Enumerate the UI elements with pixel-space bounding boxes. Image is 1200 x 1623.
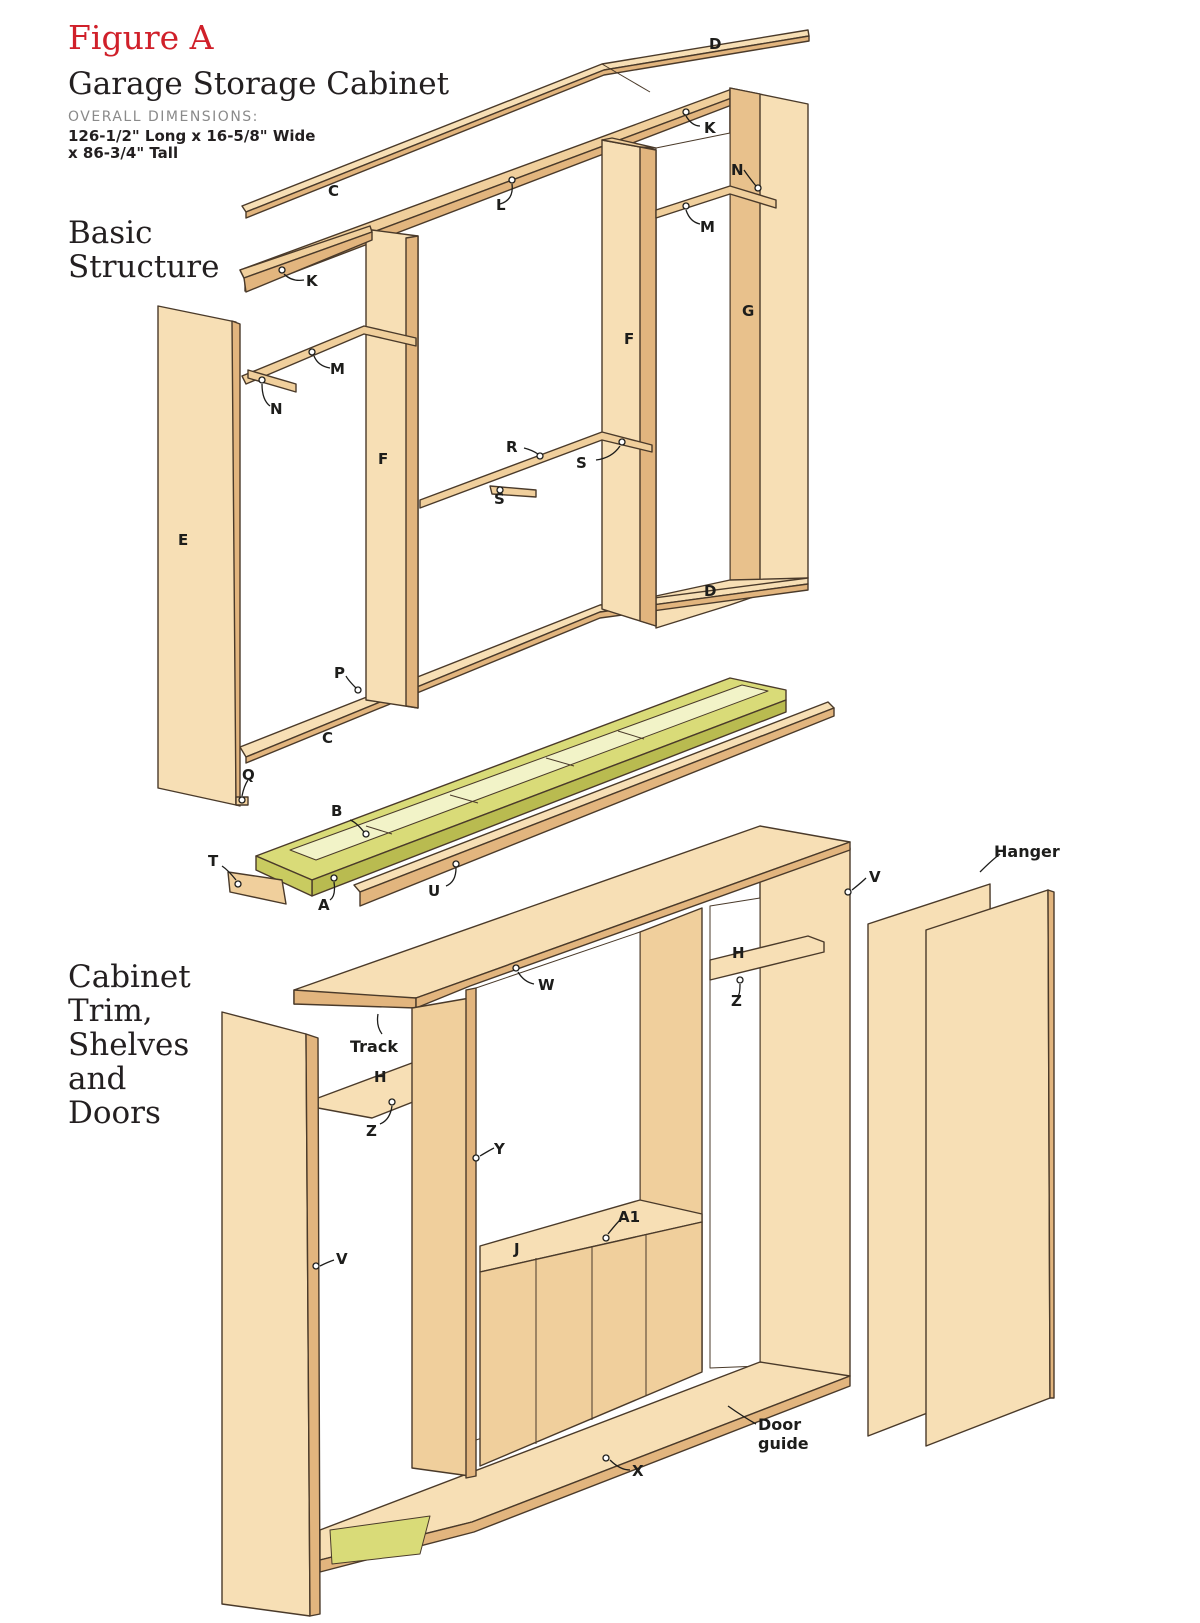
- label-k-top: K: [704, 119, 717, 137]
- toe-kick-t: [227, 871, 287, 905]
- label-n-right: N: [731, 161, 744, 179]
- part-labels: D K C L N M K G F M N R F S S E D P C Q …: [178, 35, 1060, 1480]
- section-line: Shelves: [68, 1027, 190, 1063]
- label-u: U: [428, 882, 440, 900]
- divider-y: [411, 997, 471, 1477]
- label-f-right: F: [624, 330, 634, 348]
- label-s-right: S: [576, 454, 587, 472]
- label-a1: A1: [618, 1208, 640, 1226]
- shelf-j: [479, 1199, 703, 1273]
- dimensions-line-1: 126-1/2" Long x 16-5/8" Wide: [68, 127, 316, 145]
- shelf-h-right: [709, 935, 825, 981]
- label-w: W: [538, 976, 555, 994]
- section-trim-shelves-doors: Cabinet Trim, Shelves and Doors: [68, 960, 191, 1130]
- label-j: J: [513, 1240, 520, 1258]
- label-g: G: [742, 302, 754, 320]
- label-hanger: Hanger: [994, 842, 1060, 861]
- label-k-left: K: [306, 272, 319, 290]
- label-b: B: [331, 802, 342, 820]
- label-v-left: V: [336, 1250, 348, 1268]
- label-door-guide-1: Door: [758, 1415, 801, 1434]
- section-line: Structure: [68, 249, 220, 285]
- label-c-bottom: C: [322, 729, 333, 747]
- left-side-e: [157, 305, 237, 806]
- label-c-top: C: [328, 182, 339, 200]
- label-l: L: [496, 196, 506, 214]
- label-d-top: D: [709, 35, 721, 53]
- section-line: Basic: [68, 215, 153, 251]
- rail-k-left: [239, 225, 373, 279]
- label-door-guide-2: guide: [758, 1434, 809, 1453]
- rail-m-right: [655, 185, 777, 219]
- label-d-bottom: D: [704, 582, 716, 600]
- dimensions-label: OVERALL DIMENSIONS:: [68, 109, 259, 125]
- rail-r: [419, 431, 653, 509]
- label-n-left: N: [270, 400, 283, 418]
- label-f-left: F: [378, 450, 388, 468]
- label-m-right: M: [700, 218, 715, 236]
- label-r: R: [506, 438, 518, 456]
- label-h-right: H: [732, 944, 745, 962]
- diagram-title: Garage Storage Cabinet: [68, 66, 450, 102]
- label-p: P: [334, 664, 345, 682]
- label-a: A: [318, 896, 330, 914]
- section-basic-structure: Basic Structure: [68, 216, 219, 284]
- crown-moulding-w: [415, 841, 851, 1009]
- label-x: X: [632, 1462, 644, 1480]
- label-h-left: H: [374, 1068, 387, 1086]
- sliding-door-front: [925, 889, 1051, 1447]
- left-end-v: [221, 1011, 311, 1617]
- label-q: Q: [242, 766, 255, 784]
- label-z-left: Z: [366, 1122, 377, 1140]
- label-v-right: V: [869, 868, 881, 886]
- carcase-right-side: [759, 847, 851, 1377]
- section-line: Trim,: [68, 993, 153, 1029]
- label-m-left: M: [330, 360, 345, 378]
- dimensions-line-2: x 86-3/4" Tall: [68, 144, 179, 162]
- label-z-right: Z: [731, 992, 742, 1010]
- label-y: Y: [493, 1140, 506, 1158]
- label-e: E: [178, 531, 188, 549]
- figure-title: Figure A: [68, 18, 214, 57]
- section-line: and: [68, 1061, 127, 1097]
- section-line: Cabinet: [68, 959, 191, 995]
- label-s-left: S: [494, 490, 505, 508]
- label-t: T: [208, 852, 219, 870]
- section-line: Doors: [68, 1095, 161, 1131]
- label-track: Track: [350, 1037, 398, 1056]
